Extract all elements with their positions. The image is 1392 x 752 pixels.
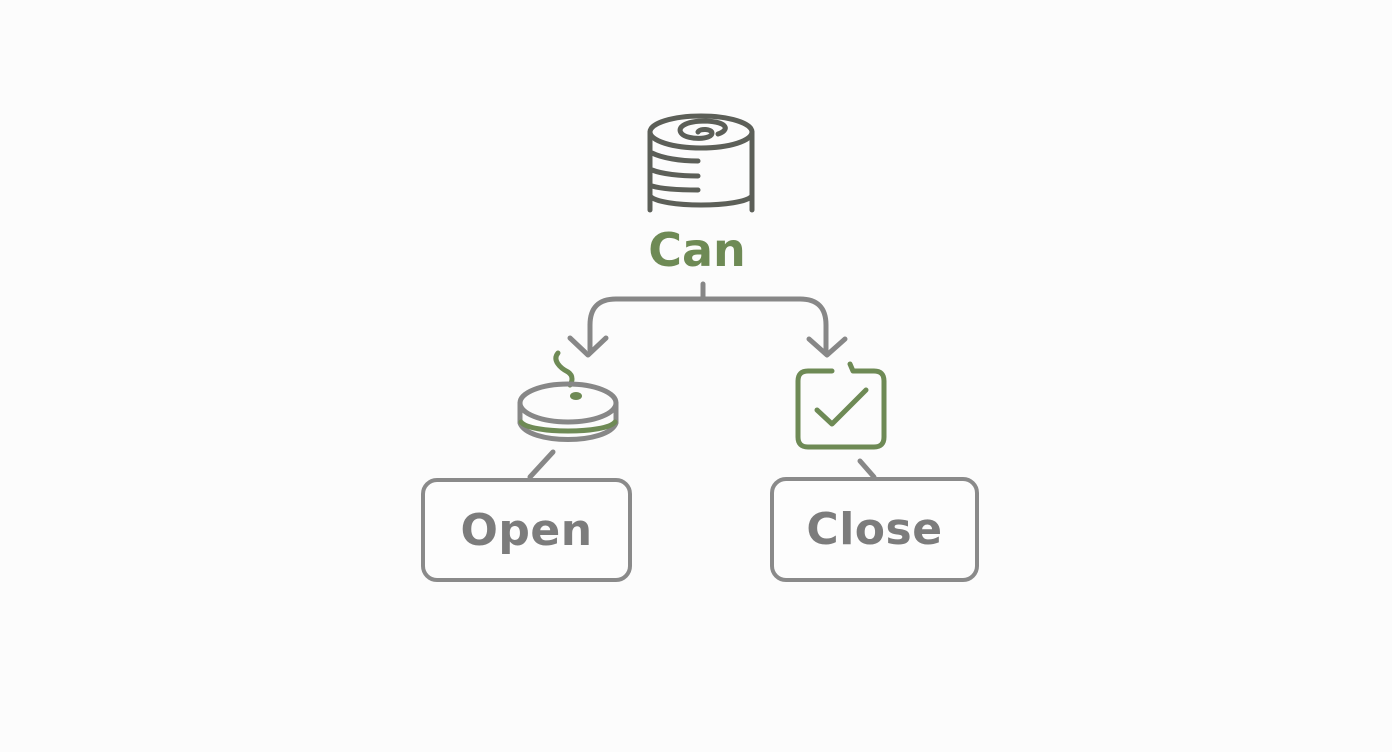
- open-connector-line: [527, 449, 556, 480]
- root-node-label: Can: [648, 223, 746, 277]
- open-node-label: Open: [460, 504, 593, 556]
- close-node: Close: [770, 477, 979, 582]
- close-connector-line: [857, 458, 877, 480]
- tin-can-icon: [647, 113, 755, 213]
- branch-connector: [587, 281, 829, 355]
- close-node-label: Close: [806, 504, 943, 555]
- open-node: Open: [421, 478, 632, 582]
- arrow-to-open: [567, 335, 609, 358]
- opened-can-lid-icon: [517, 350, 619, 442]
- closed-checkbox-icon: [795, 361, 887, 450]
- arrow-to-close: [806, 336, 848, 358]
